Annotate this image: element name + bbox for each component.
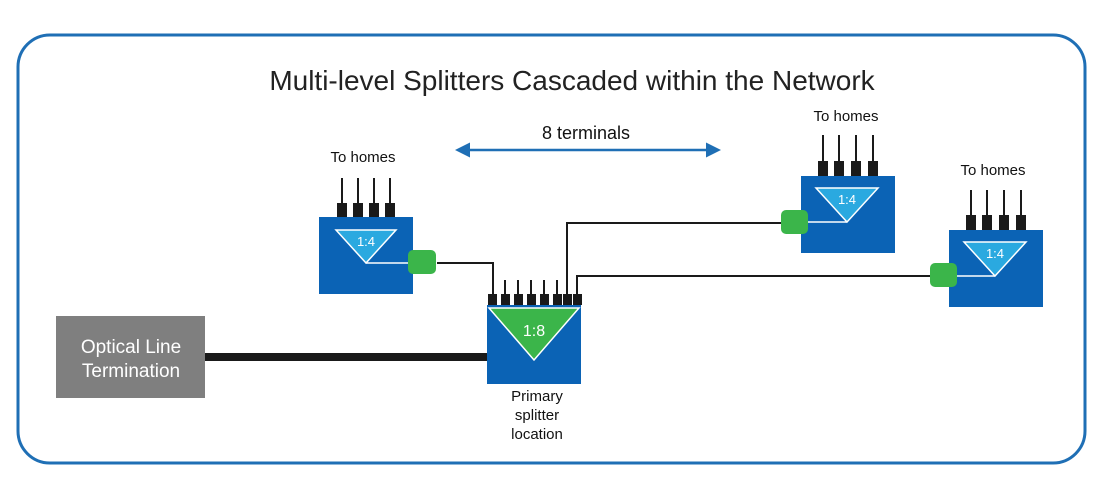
primary-caption-line1: Primary: [511, 388, 563, 405]
terminal-2-drops: [818, 135, 878, 176]
terminal-3-connector: [930, 263, 957, 287]
terminal-1-label: To homes: [330, 149, 395, 166]
primary-splitter: 1:8: [487, 280, 582, 384]
primary-splitter-triangle: [487, 307, 581, 362]
diagram-title: Multi-level Splitters Cascaded within th…: [269, 65, 875, 96]
terminal-2-connector: [781, 210, 808, 234]
terminal-2-label: To homes: [813, 108, 878, 125]
terminal-3-label: To homes: [960, 162, 1025, 179]
terminal-3-ratio: 1:4: [986, 246, 1004, 261]
span-label: 8 terminals: [542, 123, 630, 143]
primary-splitter-ports: [488, 280, 582, 305]
terminal-1-connector: [408, 250, 436, 274]
terminal-2-ratio: 1:4: [838, 192, 856, 207]
terminal-3-drops: [966, 190, 1026, 230]
terminal-3-triangle: [962, 241, 1028, 278]
primary-caption-line2: splitter: [515, 407, 559, 424]
terminal-1: 1:4: [319, 178, 436, 294]
terminal-1-ratio: 1:4: [357, 234, 375, 249]
fiber-to-terminal-2: [566, 222, 781, 296]
terminal-3: 1:4: [930, 190, 1043, 307]
olt-box: [56, 316, 205, 398]
terminal-1-triangle: [334, 229, 398, 265]
fiber-to-terminal-3: [576, 275, 930, 296]
olt-label-line2: Termination: [82, 361, 180, 382]
terminal-1-drops: [337, 178, 395, 217]
olt-label-line1: Optical Line: [81, 337, 181, 358]
primary-splitter-ratio: 1:8: [523, 323, 545, 340]
primary-caption-line3: location: [511, 426, 563, 443]
terminal-2: 1:4: [781, 135, 895, 253]
terminal-2-triangle: [814, 187, 880, 224]
fiber-to-terminal-1: [437, 262, 494, 296]
